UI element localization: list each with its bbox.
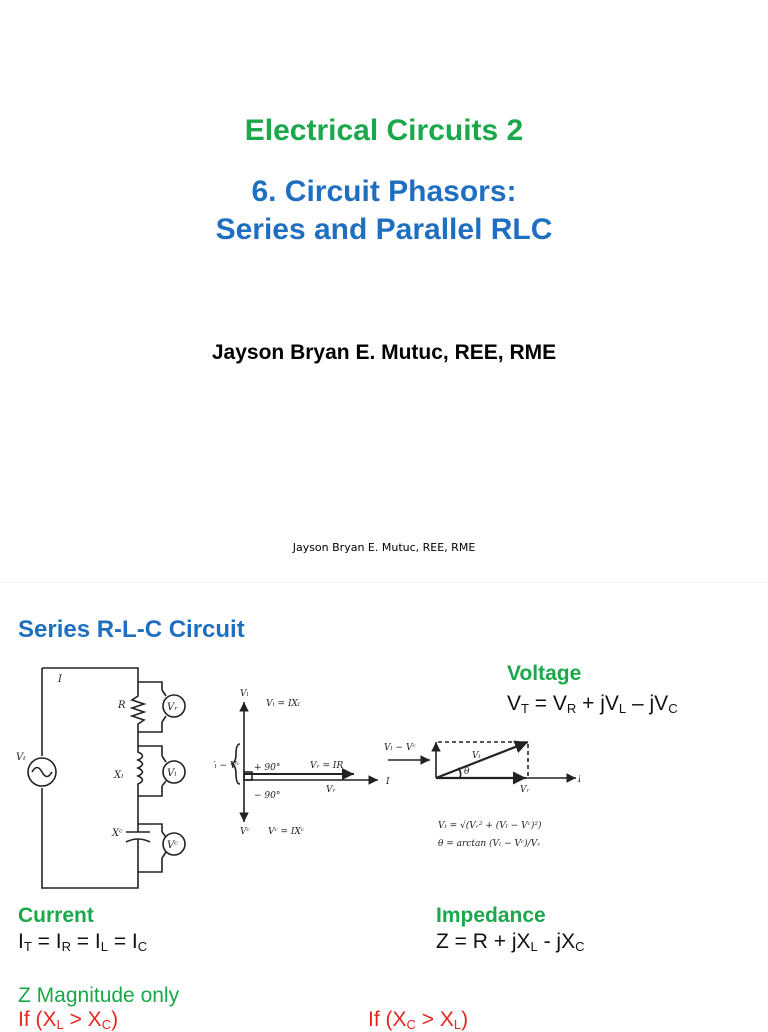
phasor-vr-label: Vᵣ bbox=[326, 785, 336, 795]
meter-vr-label: Vᵣ bbox=[167, 702, 178, 713]
condition-xl-greater: If (XL > XC) bbox=[18, 1008, 119, 1032]
slide-footer: Jayson Bryan E. Mutuc, REE, RME bbox=[292, 541, 476, 554]
voltage-equation: VT = VR + jVL – jVC bbox=[507, 692, 678, 716]
triangle-vr-label: Vᵣ bbox=[520, 785, 530, 795]
current-label: Current bbox=[18, 904, 94, 927]
course-title: Electrical Circuits 2 bbox=[244, 114, 524, 147]
voltage-triangle-diagram: Vₗ − Vᶜ Vₜ θ I Vᵣ Vₜ = √(Vᵣ² + (Vₗ − Vᶜ)… bbox=[384, 740, 580, 849]
circuit-current-label: I bbox=[57, 674, 63, 685]
triangle-i-label: I bbox=[577, 775, 580, 785]
circuit-xl-label: Xₗ bbox=[113, 770, 124, 781]
phasor-minus90-label: − 90° bbox=[254, 791, 280, 801]
triangle-vt-formula: Vₜ = √(Vᵣ² + (Vₗ − Vᶜ)²) bbox=[438, 820, 542, 831]
section-title: Series R-L-C Circuit bbox=[18, 616, 245, 643]
slide-divider bbox=[0, 582, 768, 583]
impedance-label: Impedance bbox=[436, 904, 546, 927]
phasor-plus90-label: + 90° bbox=[254, 763, 280, 773]
phasor-vl-minus-vc-label: Vₗ − Vᶜ bbox=[214, 761, 240, 771]
phasor-vc-axis-label: Vᶜ bbox=[240, 827, 250, 837]
impedance-equation: Z = R + jXL - jXC bbox=[436, 930, 585, 954]
phasor-diagram: Vₗ Vₗ = IXₗ Vₗ − Vᶜ + 90° − 90° Vᵣ = IR … bbox=[214, 689, 390, 837]
phasor-vr-equation: Vᵣ = IR bbox=[310, 761, 343, 771]
chapter-title: 6. Circuit Phasors: Series and Parallel … bbox=[0, 173, 768, 249]
meter-vc-label: Vᶜ bbox=[167, 840, 178, 851]
chapter-title-line2: Series and Parallel RLC bbox=[215, 213, 553, 246]
phasor-vc-equation: Vᶜ = IXᶜ bbox=[268, 827, 304, 837]
triangle-vl-minus-vc-label: Vₗ − Vᶜ bbox=[384, 743, 416, 753]
current-equation: IT = IR = IL = IC bbox=[18, 930, 148, 954]
triangle-vt-label: Vₜ bbox=[472, 751, 481, 761]
circuit-source-label: Vₜ bbox=[16, 752, 26, 763]
meter-vl-label: Vₗ bbox=[167, 768, 177, 779]
phasor-i-label: I bbox=[385, 777, 390, 787]
circuit-xc-label: Xᶜ bbox=[111, 828, 123, 839]
phasor-vl-axis-label: Vₗ bbox=[240, 689, 249, 699]
series-rlc-circuit-diagram: I Vₜ R Xₗ Xᶜ Vᵣ Vₗ Vᶜ bbox=[16, 667, 186, 889]
author-name: Jayson Bryan E. Mutuc, REE, RME bbox=[211, 341, 557, 364]
z-magnitude-label: Z Magnitude only bbox=[18, 984, 180, 1007]
phasor-vl-equation: Vₗ = IXₗ bbox=[266, 699, 300, 709]
voltage-label: Voltage bbox=[507, 662, 582, 685]
chapter-title-line1: 6. Circuit Phasors: bbox=[251, 175, 517, 208]
triangle-theta-formula: θ = arctan (Vₗ − Vᶜ)/Vᵣ bbox=[438, 838, 540, 849]
circuit-r-label: R bbox=[117, 700, 126, 711]
condition-xc-greater: If (XC > XL) bbox=[368, 1008, 469, 1032]
triangle-theta-label: θ bbox=[464, 767, 470, 777]
